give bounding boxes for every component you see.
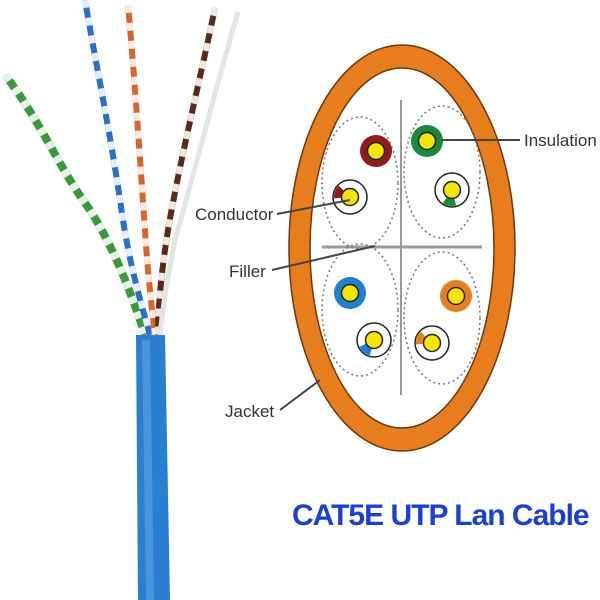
insulation-label: Insulation xyxy=(524,131,597,150)
jacket-label: Jacket xyxy=(225,402,274,421)
green-pair-wire xyxy=(1,72,149,337)
conductor-icon xyxy=(340,187,360,207)
conductor-icon xyxy=(422,333,442,353)
labels xyxy=(271,139,520,411)
conductor-icon xyxy=(364,330,384,350)
conductor-icon xyxy=(417,131,437,151)
filler-label: Filler xyxy=(229,262,266,281)
conductor-icon xyxy=(442,180,462,200)
conductor-label: Conductor xyxy=(195,205,274,224)
cross-section xyxy=(288,44,516,452)
conductor-icon xyxy=(446,286,466,306)
conductor-icon xyxy=(366,141,386,161)
blue-pair-wire xyxy=(82,0,153,336)
cable-photo xyxy=(1,0,241,600)
cable-title: CAT5E UTP Lan Cable xyxy=(292,499,589,532)
conductor-icon xyxy=(340,283,360,303)
